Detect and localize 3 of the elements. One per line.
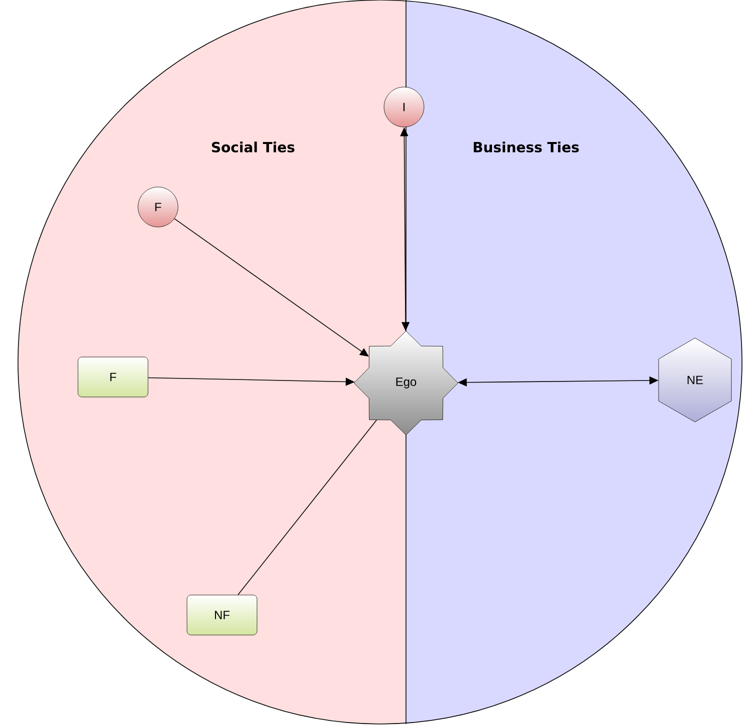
rounded-box: NF: [186, 594, 258, 636]
rounded-box: F: [78, 356, 148, 398]
arrow: [174, 218, 369, 357]
